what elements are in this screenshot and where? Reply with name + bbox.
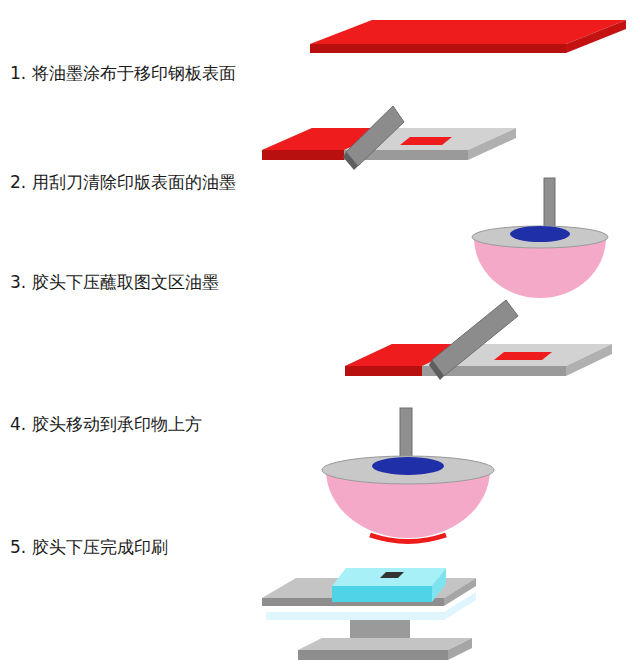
step-label: 1. 将油墨涂布于移印钢板表面 bbox=[10, 63, 236, 83]
silicone-pad bbox=[472, 178, 608, 298]
step-label: 3. 胶头下压蘸取图文区油墨 bbox=[10, 272, 219, 292]
substrate-fixture bbox=[262, 568, 476, 660]
step-label: 2. 用刮刀清除印版表面的油墨 bbox=[10, 172, 236, 192]
cliche-plate bbox=[345, 344, 612, 376]
step-label: 4. 胶头移动到承印物上方 bbox=[10, 414, 202, 434]
doctor-blade bbox=[343, 106, 404, 170]
step-label: 5. 胶头下压完成印刷 bbox=[10, 537, 168, 557]
silicone-pad bbox=[322, 408, 494, 542]
doctor-blade bbox=[429, 300, 518, 380]
inked-plate bbox=[310, 20, 626, 53]
